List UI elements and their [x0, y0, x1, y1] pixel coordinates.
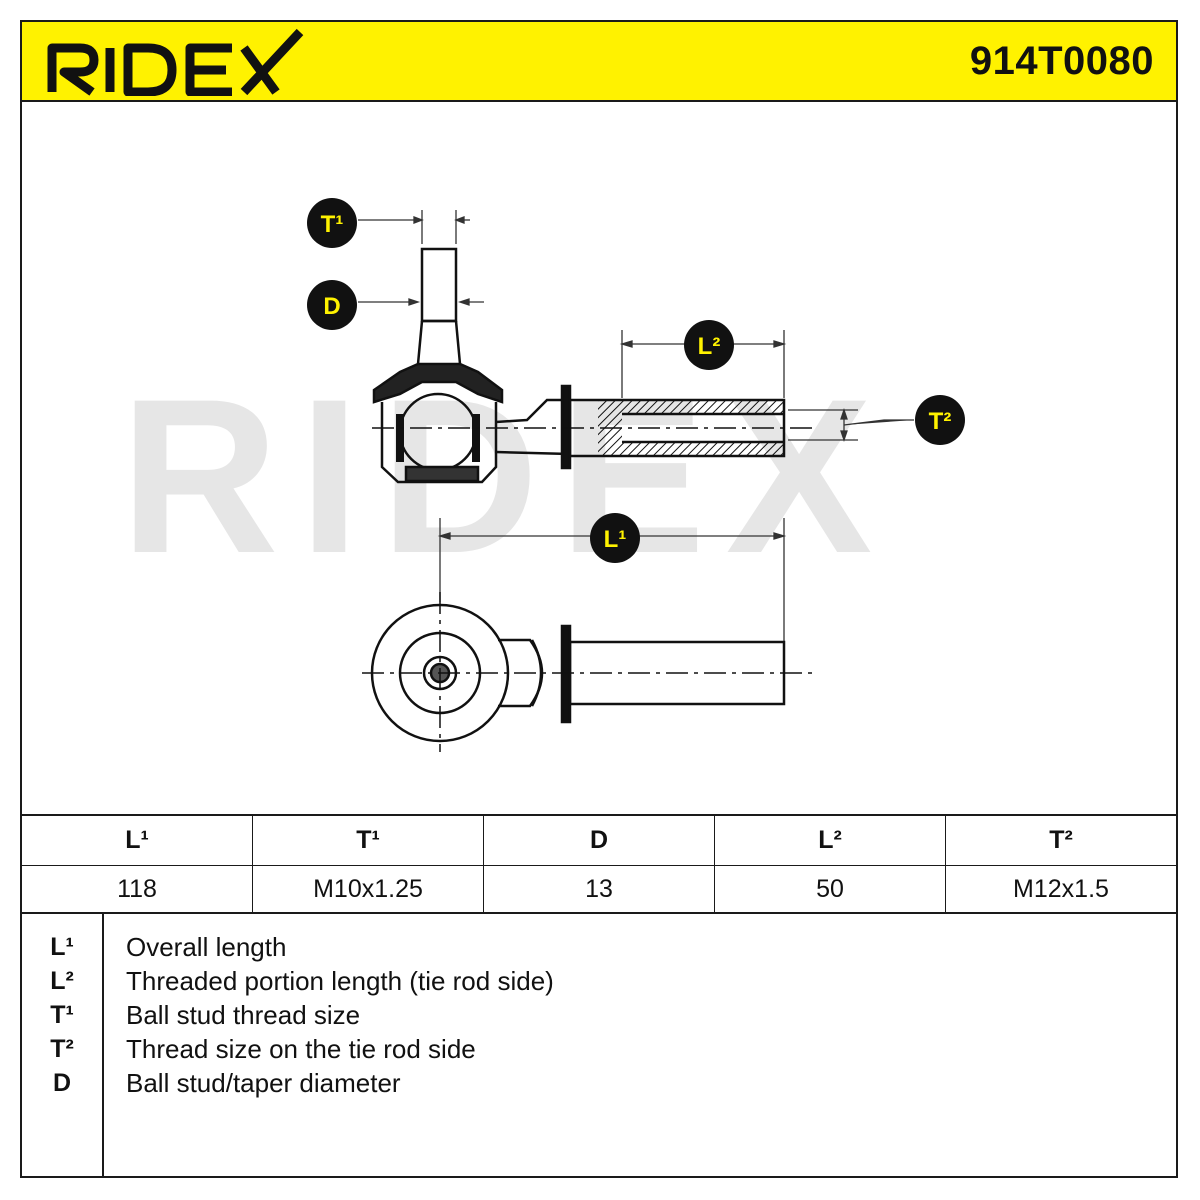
top-view: [362, 592, 812, 752]
callout-t2: T²: [915, 395, 965, 445]
side-view: [372, 247, 812, 484]
legend-item: D Ball stud/taper diameter: [22, 1066, 1176, 1100]
spec-value-t1: M10x1.25: [253, 865, 484, 914]
spec-value-t2: M12x1.5: [1013, 875, 1109, 903]
legend-item: L² Threaded portion length (tie rod side…: [22, 964, 1176, 998]
callout-t1: T¹: [307, 198, 357, 248]
spec-header-l1: L¹: [22, 816, 253, 865]
legend-text: Ball stud/taper diameter: [126, 1068, 401, 1098]
stud-thread: [420, 247, 458, 323]
spec-header-t1: T¹: [253, 816, 484, 865]
callout-l2: L²: [684, 320, 734, 370]
legend-item: L¹ Overall length: [22, 930, 1176, 964]
spec-value-d: 13: [484, 865, 715, 914]
legend-key: T¹: [50, 1001, 74, 1029]
legend-divider: [102, 914, 104, 1178]
spec-header-d: D: [484, 816, 715, 865]
dust-boot: [372, 362, 504, 404]
callout-l1: L¹: [590, 513, 640, 563]
spec-header-l2: L²: [715, 816, 946, 865]
legend-item: T² Thread size on the tie rod side: [22, 1032, 1176, 1066]
header-bar: 914T0080: [22, 22, 1176, 102]
svg-text:T¹: T¹: [321, 211, 344, 238]
legend-text: Overall length: [126, 932, 287, 962]
legend-text: Threaded portion length (tie rod side): [126, 966, 554, 996]
drawing-canvas: RIDEX: [120, 198, 965, 752]
legend-key: L²: [50, 967, 74, 995]
bottom-plug: [404, 465, 480, 483]
spec-table: L¹ T¹ D L² T² 118 M10x1.25 13 50 M12x1.5: [22, 814, 1176, 914]
watermark-text: RIDEX: [120, 353, 892, 599]
spec-value-l2: 50: [715, 865, 946, 914]
datasheet-frame: 914T0080 RIDEX: [20, 20, 1178, 1178]
spec-table-values: 118 M10x1.25 13 50 M12x1.5: [22, 865, 1176, 914]
legend-item: T¹ Ball stud thread size: [22, 998, 1176, 1032]
legend-key: D: [52, 1069, 72, 1097]
spec-value-l1: 118: [22, 865, 253, 914]
svg-text:T²: T²: [929, 408, 952, 435]
svg-text:L¹: L¹: [604, 526, 627, 553]
ridex-logo: [47, 28, 304, 96]
callout-d: D: [307, 280, 357, 330]
svg-text:D: D: [323, 293, 340, 320]
legend-key: L¹: [50, 933, 74, 961]
part-number: 914T0080: [969, 39, 1154, 83]
legend-text: Thread size on the tie rod side: [126, 1034, 476, 1064]
legend-key: T²: [50, 1035, 74, 1063]
technical-drawing: RIDEX: [22, 102, 1176, 814]
spec-header-t2: T²: [1049, 826, 1073, 854]
legend: L¹ Overall length L² Threaded portion le…: [22, 914, 1176, 1178]
spec-table-header: L¹ T¹ D L² T²: [22, 816, 1176, 866]
legend-text: Ball stud thread size: [126, 1000, 361, 1030]
svg-text:L²: L²: [698, 333, 721, 360]
